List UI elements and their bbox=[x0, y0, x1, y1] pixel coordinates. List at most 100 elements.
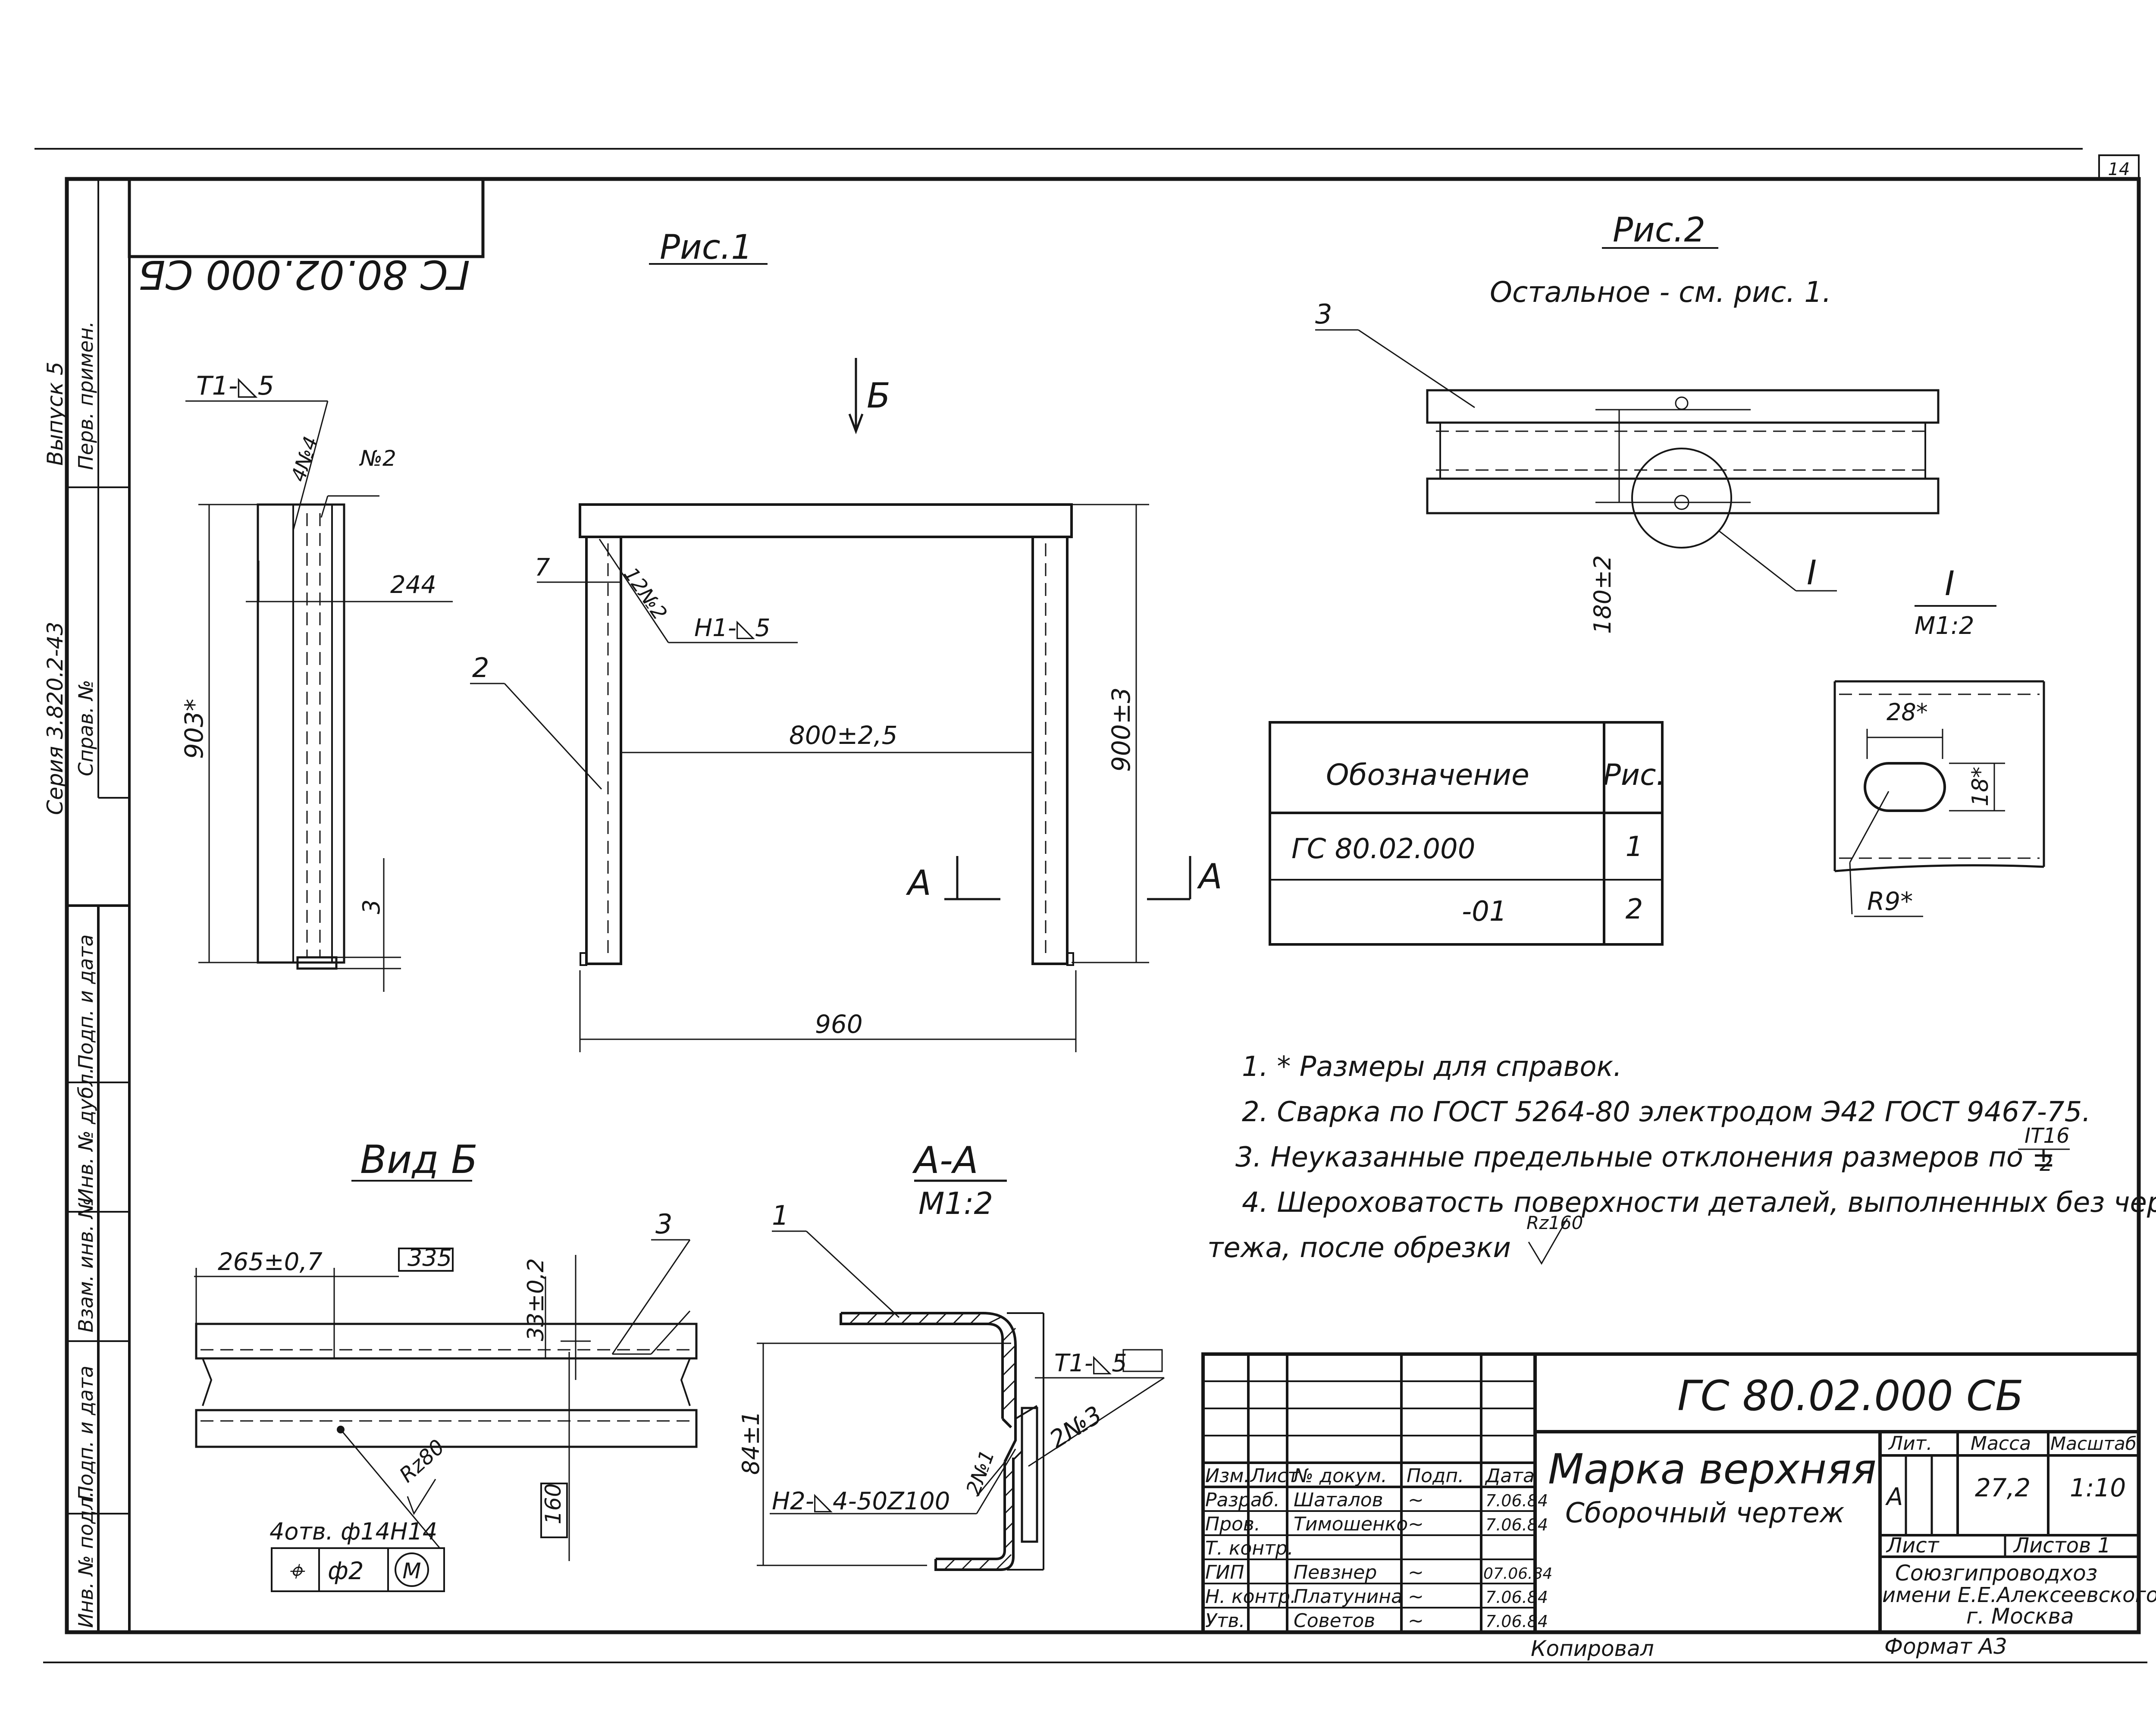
fig2: Рис.2 Остальное - см. рис. 1. bbox=[1315, 211, 1940, 592]
fig1-dim-903: 903* bbox=[179, 699, 209, 759]
sign-1: ~ bbox=[1408, 1489, 1424, 1511]
left-stamps: Серия 3.820.2-43 Выпуск 5 Перв. примен. … bbox=[43, 321, 97, 1628]
view-b-title: Вид Б bbox=[360, 1137, 478, 1182]
section-aa: А-А М1:2 bbox=[757, 1139, 1165, 1571]
section-aa-pos-2n1: 2№1 bbox=[962, 1447, 999, 1498]
note-3: 3. Неуказанные предельные отклонения раз… bbox=[1235, 1141, 2055, 1173]
issue-label: Выпуск 5 bbox=[43, 362, 68, 466]
fig1-pos-4: 4№4 bbox=[286, 434, 323, 485]
sign-2: ~ bbox=[1408, 1513, 1424, 1535]
title-doc-type: Сборочный чертеж bbox=[1565, 1497, 1845, 1529]
detail-i-dim-28: 28* bbox=[1887, 699, 1928, 726]
copied-label: Копировал bbox=[1531, 1636, 1654, 1661]
mirrored-code: ГС 80.02.000 СБ bbox=[138, 251, 470, 298]
col-list: Лист bbox=[1250, 1465, 1299, 1487]
sheet-frame: 14 bbox=[34, 148, 2147, 1663]
fig1-dim-900: 900±3 bbox=[1106, 687, 1136, 772]
title-code: ГС 80.02.000 СБ bbox=[1677, 1372, 2024, 1420]
col-izm: Изм. bbox=[1205, 1465, 1250, 1487]
ref-no-label: Справ. № bbox=[74, 680, 97, 776]
spec-row1-designation: ГС 80.02.000 bbox=[1291, 833, 1475, 865]
note-3-fraction-top: IT16 bbox=[2024, 1124, 2070, 1148]
spec-row2-fig: 2 bbox=[1626, 894, 1643, 925]
note-1: 1. * Размеры для справок. bbox=[1242, 1051, 1622, 1083]
view-b-dim-265: 265±0,7 bbox=[218, 1248, 323, 1276]
spec-header-designation: Обозначение bbox=[1326, 758, 1529, 792]
fig1-side-view bbox=[185, 400, 453, 992]
view-b-tolerance-mod: М bbox=[402, 1558, 421, 1583]
fig1-weld-h1: Н1-◺5 bbox=[694, 614, 771, 642]
note-4-roughness: Rz160 bbox=[1526, 1212, 1583, 1233]
fig1-title: Рис.1 bbox=[660, 228, 752, 267]
fig2-note: Остальное - см. рис. 1. bbox=[1490, 276, 1831, 309]
view-b-roughness: Rz80 bbox=[395, 1435, 449, 1487]
scale-value: 1:10 bbox=[2070, 1473, 2126, 1502]
sheets-label: Листов 1 bbox=[2013, 1533, 2111, 1558]
sheet-label: Лист bbox=[1886, 1533, 1940, 1558]
spec-row1-fig: 1 bbox=[1626, 831, 1643, 863]
view-b-dim-33: 33±0,2 bbox=[523, 1258, 549, 1341]
org-line-2: имени Е.Е.Алексеевского bbox=[1882, 1583, 2156, 1607]
name-1: Шаталов bbox=[1294, 1489, 1383, 1511]
section-aa-weld-t1: Т1-◺5 bbox=[1054, 1349, 1127, 1377]
fig2-detail-ref: I bbox=[1807, 554, 1817, 593]
title-name: Марка верхняя bbox=[1548, 1445, 1877, 1493]
org-line-1: Союзгипроводхоз bbox=[1895, 1561, 2097, 1586]
date-5: 7.06.84 bbox=[1485, 1588, 1548, 1607]
detail-i-title: I bbox=[1945, 564, 1955, 603]
fig1: Рис.1 Т1-◺5 bbox=[179, 228, 1222, 1052]
section-aa-leader-1: 1 bbox=[772, 1200, 789, 1231]
detail-i-scale: М1:2 bbox=[1915, 612, 1974, 640]
view-b: Вид Б bbox=[194, 1137, 698, 1592]
fig1-view-b-arrow-label: Б bbox=[867, 376, 890, 416]
note-2: 2. Сварка по ГОСТ 5264-80 электродом Э42… bbox=[1242, 1096, 2091, 1128]
fig1-section-a-left: А bbox=[906, 863, 931, 903]
first-use-label: Перв. примен. bbox=[74, 321, 97, 470]
fig1-dim-800: 800±2,5 bbox=[789, 721, 898, 750]
sign-6: ~ bbox=[1408, 1610, 1424, 1632]
fig2-dim-180: 180±2 bbox=[1589, 555, 1616, 634]
fig1-pos-2: №2 bbox=[359, 446, 396, 471]
date-1: 7.06.84 bbox=[1485, 1491, 1548, 1510]
sign-4: ~ bbox=[1408, 1562, 1424, 1583]
fig1-front-view bbox=[470, 358, 1191, 1052]
spec-row2-designation: -01 bbox=[1462, 896, 1507, 928]
fig1-dim-960: 960 bbox=[815, 1010, 863, 1039]
fig1-dim-3: 3 bbox=[358, 900, 385, 914]
general-notes: 1. * Размеры для справок. 2. Сварка по Г… bbox=[1207, 1051, 2156, 1265]
stamp-cell-4: Подп. и дата bbox=[74, 1366, 97, 1501]
role-4: ГИП bbox=[1205, 1562, 1244, 1583]
scale-label: Масштаб bbox=[2050, 1433, 2137, 1454]
col-date: Дата bbox=[1485, 1465, 1535, 1487]
section-aa-scale: М1:2 bbox=[918, 1186, 993, 1221]
section-aa-weld-h2: Н2-◺4-50Z100 bbox=[772, 1487, 950, 1515]
note-4-cont: тежа, после обрезки bbox=[1207, 1232, 1511, 1264]
date-4: 07.06.84 bbox=[1483, 1565, 1552, 1583]
role-3: Т. контр. bbox=[1205, 1537, 1294, 1559]
note-3-fraction-bottom: 2 bbox=[2040, 1152, 2053, 1176]
fig1-dim-7: 7 bbox=[535, 554, 550, 582]
spec-header-fig: Рис. bbox=[1603, 758, 1665, 792]
sign-5: ~ bbox=[1408, 1586, 1424, 1608]
fig1-pos-12: 12№2 bbox=[619, 563, 672, 624]
mass-value: 27,2 bbox=[1975, 1473, 2031, 1502]
fig1-weld-t1: Т1-◺5 bbox=[196, 371, 274, 401]
stamp-cell-3: Взам. инв. № bbox=[74, 1198, 97, 1333]
section-aa-dim-84: 84±1 bbox=[737, 1411, 765, 1475]
org-line-3: г. Москва bbox=[1966, 1604, 2074, 1629]
view-b-leader-3: 3 bbox=[655, 1208, 672, 1240]
spec-table bbox=[1269, 721, 1664, 946]
stamp-cell-1: Подп. и дата bbox=[74, 934, 97, 1069]
position-tolerance-icon: ⌖ bbox=[288, 1555, 305, 1587]
section-aa-title: А-А bbox=[912, 1139, 978, 1182]
detail-i: I М1:2 bbox=[1833, 564, 2045, 917]
role-1: Разраб. bbox=[1205, 1489, 1280, 1511]
series-label: Серия 3.820.2-43 bbox=[43, 622, 68, 815]
detail-i-dim-18: 18* bbox=[1968, 767, 1993, 806]
fig1-dim-244: 244 bbox=[390, 571, 436, 599]
detail-i-radius: R9* bbox=[1867, 887, 1913, 916]
name-2: Тимошенко bbox=[1294, 1513, 1408, 1535]
fig1-section-a-right: А bbox=[1197, 856, 1222, 897]
name-5: Платунина bbox=[1294, 1586, 1403, 1608]
lit-value: А bbox=[1885, 1483, 1903, 1511]
